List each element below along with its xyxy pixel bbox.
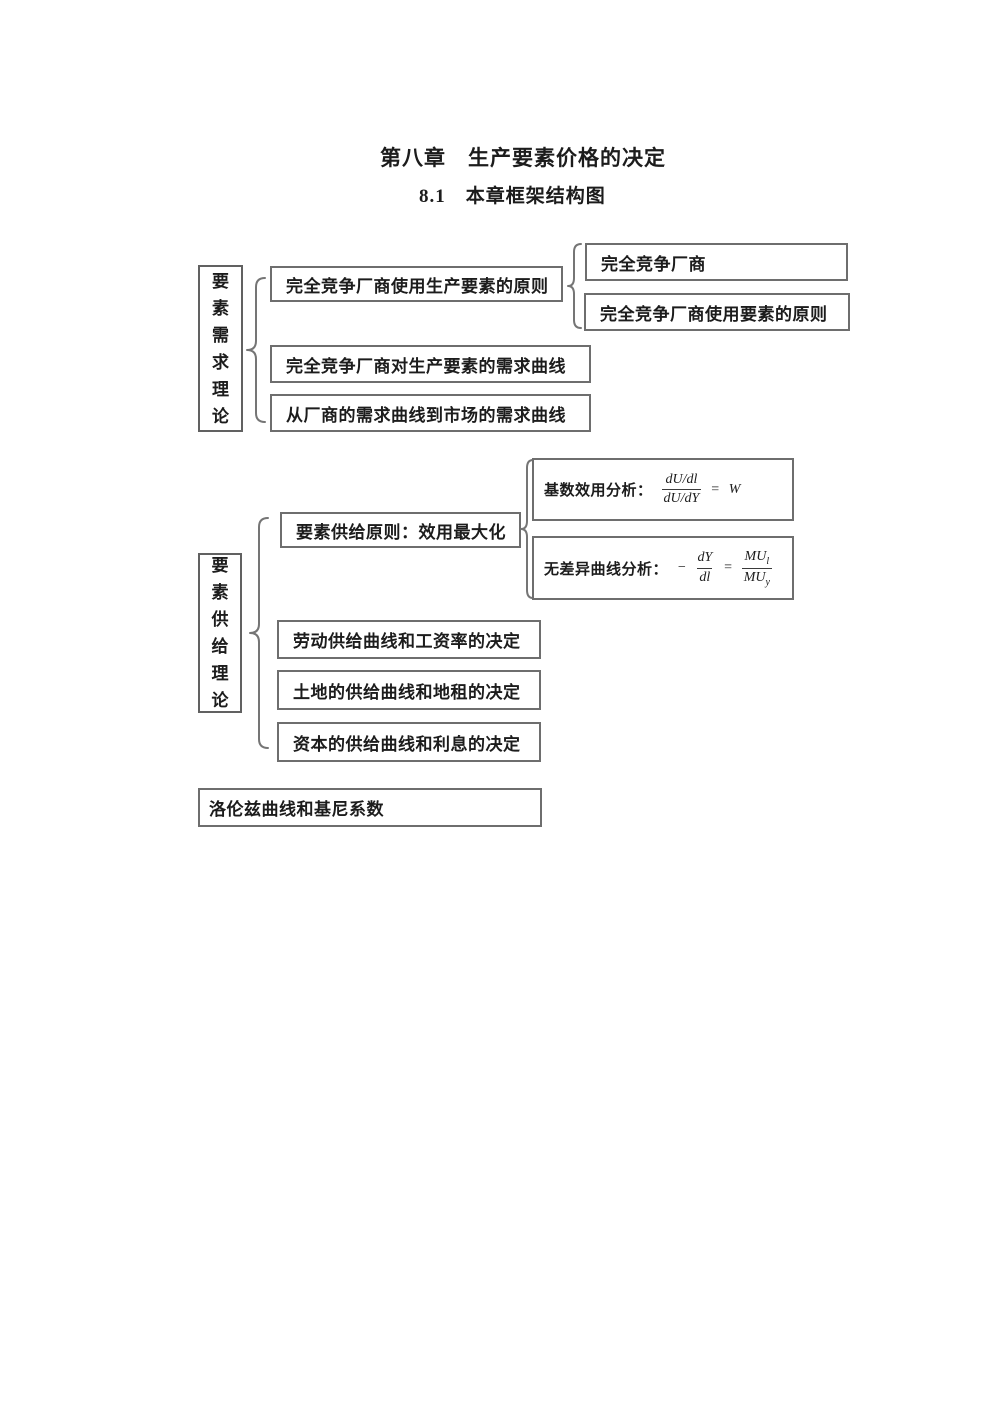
node-lorenz-gini: 洛伦兹曲线和基尼系数 — [198, 788, 542, 827]
node-label: 洛伦兹曲线和基尼系数 — [209, 800, 384, 819]
node-label: 从厂商的需求曲线到市场的需求曲线 — [286, 405, 566, 425]
minus-sign: − — [677, 560, 687, 575]
equals-sign: = — [710, 481, 720, 497]
brace-utility-analysis — [520, 459, 534, 599]
node-label: 资本的供给曲线和利息的决定 — [293, 734, 521, 754]
node-label: 完全竞争厂商使用要素的原则 — [600, 304, 828, 324]
formula-label-cardinal: 基数效用分析： — [544, 482, 653, 499]
node-label: 土地的供给曲线和地租的决定 — [293, 682, 521, 702]
brace-principle-detail — [567, 243, 582, 329]
category-box-factor-supply-theory: 要素供给理论 — [198, 553, 242, 713]
node-label: 完全竞争厂商对生产要素的需求曲线 — [286, 356, 566, 376]
node-label: 要素供给原则：效用最大化 — [296, 522, 506, 542]
fraction-mul-over-muy: MUl MUy — [741, 548, 772, 588]
brace-factor-supply — [249, 517, 269, 749]
category-label-factor-demand: 要素需求理论 — [212, 271, 229, 426]
chapter-title: 第八章 生产要素价格的决定 — [380, 146, 666, 170]
node-label: 完全竞争厂商 — [601, 254, 706, 274]
node-supply-principle-utility-max: 要素供给原则：效用最大化 — [280, 512, 521, 548]
node-factor-demand-curve: 完全竞争厂商对生产要素的需求曲线 — [270, 345, 591, 383]
node-indifference-curve-analysis: 无差异曲线分析： − dY dl = MUl MUy — [532, 536, 794, 600]
node-firm-use-factor-principle: 完全竞争厂商使用要素的原则 — [584, 293, 850, 331]
node-capital-supply-interest: 资本的供给曲线和利息的决定 — [277, 722, 541, 762]
node-competitive-firm: 完全竞争厂商 — [585, 243, 848, 281]
node-firm-to-market-demand-curve: 从厂商的需求曲线到市场的需求曲线 — [270, 394, 591, 432]
formula-label-indifference: 无差异曲线分析： — [544, 560, 669, 578]
section-title: 8.1 本章框架结构图 — [419, 186, 606, 207]
wage-symbol: W — [728, 481, 741, 497]
node-label: 完全竞争厂商使用生产要素的原则 — [286, 276, 549, 296]
brace-factor-demand — [246, 277, 266, 423]
node-cardinal-utility-analysis: 基数效用分析： dU/dl dU/dY = W — [532, 458, 794, 521]
equals-sign: = — [723, 560, 733, 575]
node-label: 劳动供给曲线和工资率的决定 — [293, 632, 521, 651]
fraction-du-dl-over-du-dy: dU/dl dU/dY — [661, 471, 702, 508]
category-label-factor-supply: 要素供给理论 — [211, 556, 229, 710]
node-labor-supply-wage: 劳动供给曲线和工资率的决定 — [277, 620, 541, 659]
fraction-dy-over-dl: dY dl — [695, 549, 714, 586]
node-factor-use-principle: 完全竞争厂商使用生产要素的原则 — [270, 266, 563, 302]
node-land-supply-rent: 土地的供给曲线和地租的决定 — [277, 670, 541, 710]
category-box-factor-demand-theory: 要素需求理论 — [198, 265, 243, 432]
